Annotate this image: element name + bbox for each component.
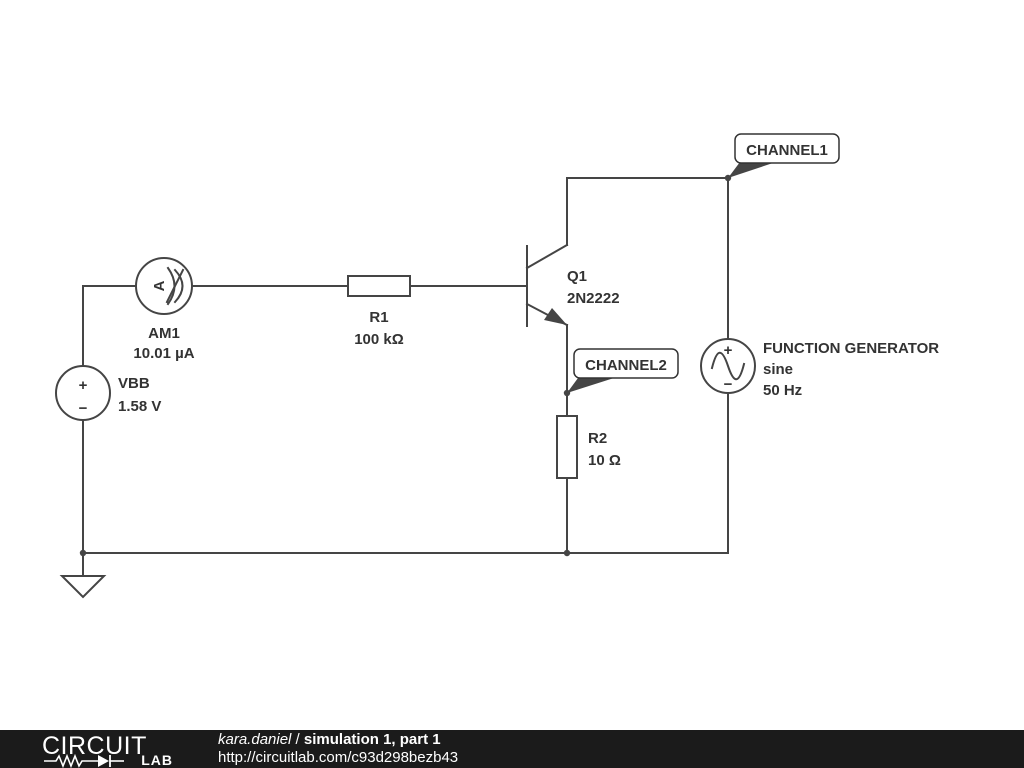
junction-node — [79, 549, 87, 557]
function-generator-minus-sign: − — [724, 376, 733, 393]
probe-channel2[interactable]: CHANNEL2 — [567, 348, 679, 393]
r2-name-label: R2 — [588, 430, 607, 447]
function-generator-plus-sign: + — [724, 342, 733, 359]
vbb-minus-sign: − — [79, 400, 88, 417]
circuitlab-logo[interactable]: CIRCUIT LAB — [42, 732, 177, 768]
logo-resistor-diode-icon — [44, 754, 124, 768]
vbb-plus-sign: + — [79, 377, 88, 394]
voltage-source-vbb[interactable]: + − — [55, 365, 111, 421]
function-generator-frequency-label: 50 Hz — [763, 382, 802, 399]
function-generator-waveform-label: sine — [763, 361, 793, 378]
resistor-r2[interactable] — [556, 415, 578, 479]
footer-bar: CIRCUIT LAB kara.daniel / simulation 1, … — [0, 730, 1024, 768]
q1-part-label: 2N2222 — [567, 290, 620, 307]
q1-name-label: Q1 — [567, 268, 587, 285]
function-generator-name-label: FUNCTION GENERATOR — [763, 340, 939, 357]
circuit-schematic: A AM1 10.01 µA + − VBB 1.58 V R1 100 kΩ … — [55, 133, 939, 599]
resistor-r1[interactable] — [347, 275, 411, 297]
r1-value-label: 100 kΩ — [354, 331, 404, 348]
footer-separator: / — [291, 731, 304, 748]
vbb-name-label: VBB — [118, 375, 150, 392]
transistor-q1[interactable] — [525, 243, 569, 327]
channel2-label: CHANNEL2 — [585, 357, 667, 374]
probe-channel1[interactable]: CHANNEL1 — [728, 133, 840, 178]
ammeter-symbol: A — [151, 280, 168, 291]
footer-user-link[interactable]: kara.daniel — [218, 731, 292, 748]
footer-url-link[interactable]: http://circuitlab.com/c93d298bezb43 — [218, 749, 459, 766]
footer-credit: kara.daniel / simulation 1, part 1 — [218, 731, 441, 749]
function-generator[interactable]: + − — [700, 338, 756, 394]
ground-symbol[interactable] — [59, 575, 107, 599]
ammeter-am1[interactable]: A — [135, 257, 193, 315]
ammeter-name-label: AM1 — [148, 325, 180, 342]
footer-circuit-title[interactable]: simulation 1, part 1 — [303, 731, 441, 748]
junction-node — [563, 549, 571, 557]
wires — [82, 177, 729, 577]
logo-lab-text: LAB — [141, 752, 173, 768]
channel1-label: CHANNEL1 — [746, 142, 828, 159]
vbb-value-label: 1.58 V — [118, 398, 161, 415]
ammeter-reading-label: 10.01 µA — [133, 345, 194, 362]
r1-name-label: R1 — [369, 309, 388, 326]
r2-value-label: 10 Ω — [588, 452, 621, 469]
